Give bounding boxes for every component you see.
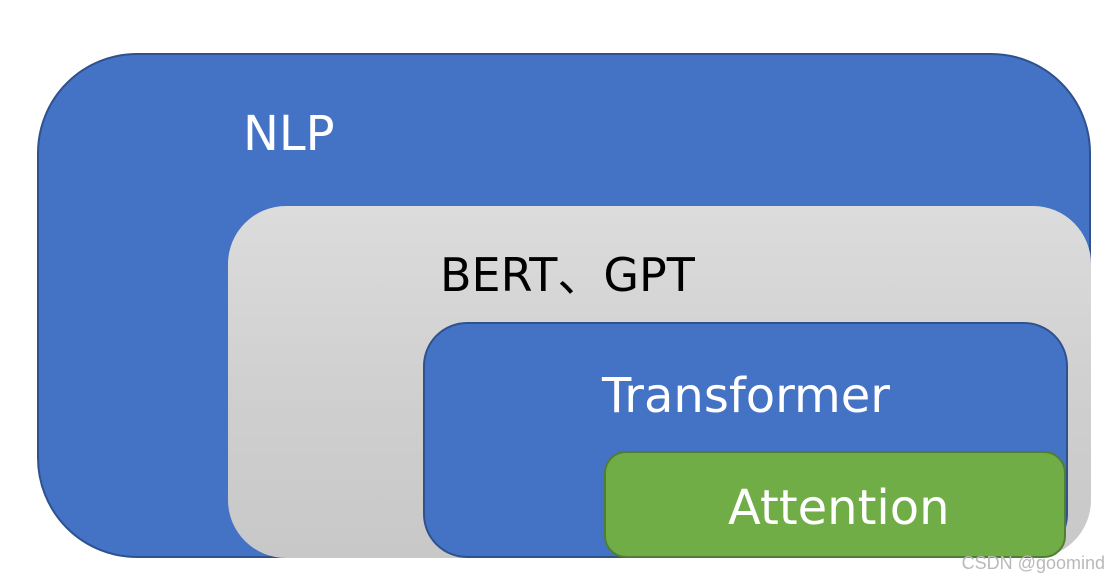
attention-layer-label: Attention [728,480,950,536]
transformer-layer-label: Transformer [602,368,891,424]
attention-layer-box [604,451,1066,558]
bert-gpt-layer-label: BERT、GPT [440,248,695,302]
nlp-layer-label: NLP [243,106,335,162]
watermark: CSDN @goomind [961,553,1105,573]
